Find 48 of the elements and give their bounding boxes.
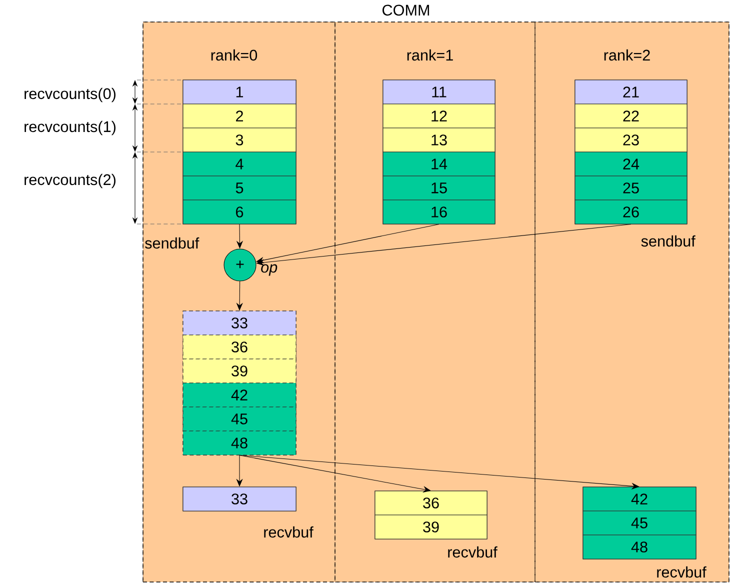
buffer-cell: 11 [382,80,496,104]
column-title: rank=2 [604,49,650,61]
buffer-cell: 42 [182,382,296,408]
buffer-cell: 39 [182,358,296,384]
buffer-cell: 48 [182,430,296,456]
buffer-cell: 26 [574,200,688,224]
buffer-label: recvbuf [448,546,498,558]
buffer-cell: 4 [182,152,296,176]
column-title: rank=1 [407,49,453,61]
buffer-label: sendbuf [641,235,696,247]
buffer-cell: 2 [182,104,296,128]
buffer-cell: 24 [574,152,688,176]
buffer-label: sendbuf [145,237,200,249]
buffer-cell: 42 [582,486,696,512]
buffer-cell: 5 [182,176,296,200]
buffer-cell: 6 [182,200,296,224]
dimension-label: recvcounts(0) [24,88,116,102]
rank-column [334,22,536,582]
rank-column [142,22,336,582]
buffer-cell: 39 [374,514,488,540]
buffer-cell: 36 [182,334,296,360]
buffer-cell: 14 [382,152,496,176]
buffer-stack [182,486,296,512]
dimension-label: recvcounts(1) [24,120,116,136]
buffer-label: recvbuf [264,526,314,538]
buffer-cell: 33 [182,310,296,336]
buffer-cell: 45 [582,510,696,536]
buffer-cell: 22 [574,104,688,128]
arrow [239,455,640,490]
buffer-cell: 1 [182,80,296,104]
buffer-cell: 16 [382,200,496,224]
column-title: rank=0 [211,49,258,61]
buffer-cell: 25 [574,176,688,200]
buffer-cell: 23 [574,128,688,152]
dimension-label: recvcounts(2) [24,174,116,188]
buffer-cell: 45 [182,406,296,432]
buffer-label: recvbuf [657,566,706,578]
rank-column [534,22,730,582]
buffer-cell: 13 [382,128,496,152]
buffer-cell: 15 [382,176,496,200]
buffer-cell: 3 [182,128,296,152]
buffer-cell: 36 [374,490,488,516]
group-title: COMM [382,4,429,16]
buffer-cell: 48 [582,534,696,560]
buffer-cell: 33 [232,494,248,504]
buffer-cell: 12 [382,104,496,128]
operator-label: op [261,264,278,276]
buffer-cell: 21 [574,80,688,104]
